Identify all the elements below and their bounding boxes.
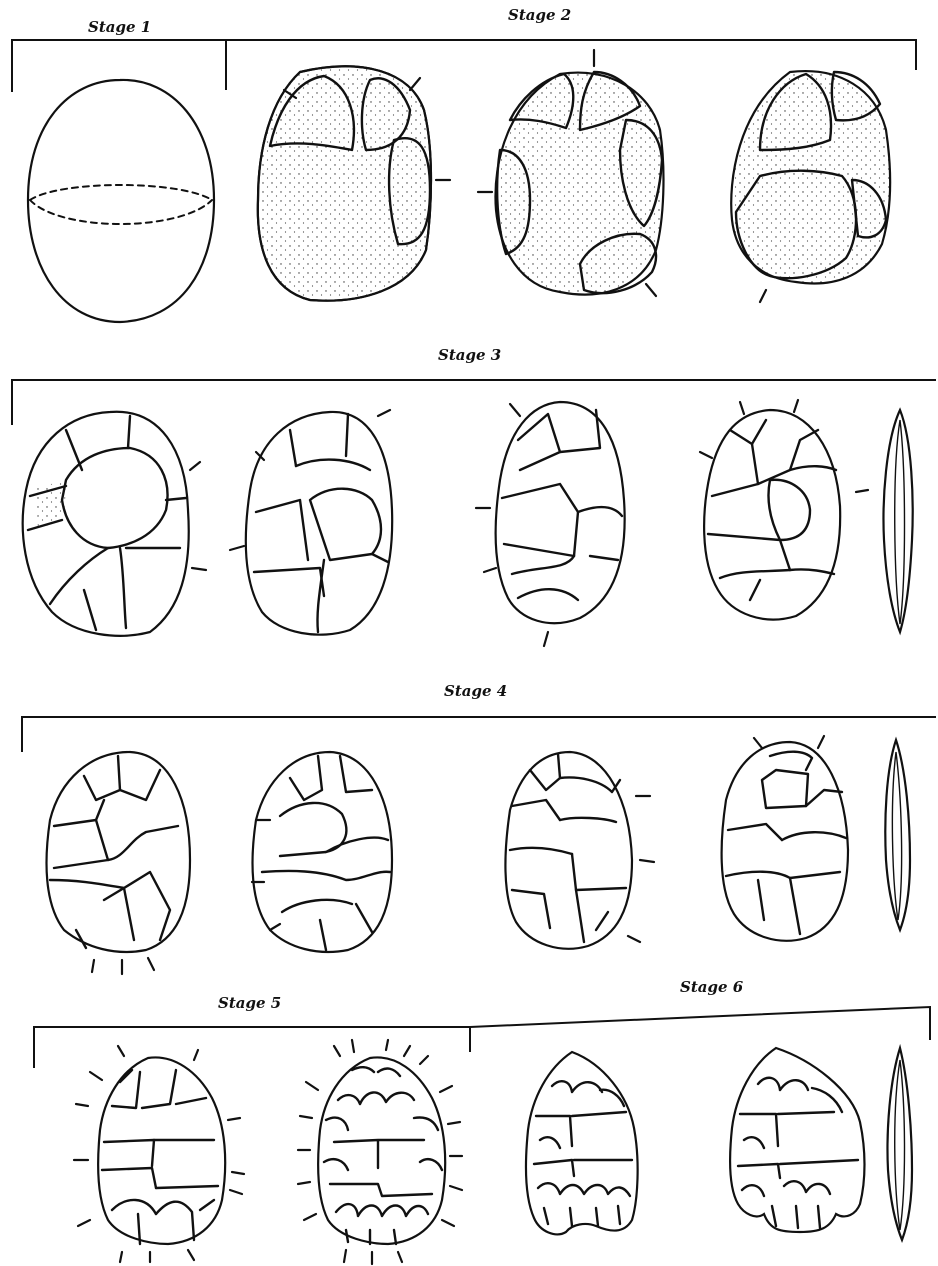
stage-2-core-b: [478, 50, 663, 296]
stage-5-biface-b: [298, 1040, 462, 1264]
stage-4-biface-d: [722, 736, 848, 941]
stage-4-biface-a: [47, 752, 190, 974]
stage-3-biface-a: [23, 412, 206, 636]
stage-2-core-c: [731, 71, 890, 302]
stage-6-edge-view: [888, 1048, 913, 1240]
stage-4-biface-b: [252, 752, 392, 952]
stage-3-edge-view: [884, 410, 913, 632]
stage-6-point-b: [730, 1048, 865, 1232]
stage-2-core-a: [258, 66, 450, 300]
stage-5-bracket: [34, 1027, 470, 1068]
stage-3-biface-b: [230, 410, 392, 635]
stage-3-biface-d: [700, 400, 868, 620]
stage-4-edge-view: [885, 740, 910, 930]
stage-1-nodule: [28, 80, 214, 322]
stage-5-biface-a: [74, 1046, 244, 1262]
stage-6-point-a: [526, 1052, 638, 1234]
stage-3-biface-c: [476, 402, 625, 646]
stage-6-bracket: [470, 1007, 930, 1040]
stage-4-biface-c: [505, 752, 654, 949]
stage-2-bracket: [226, 40, 916, 70]
